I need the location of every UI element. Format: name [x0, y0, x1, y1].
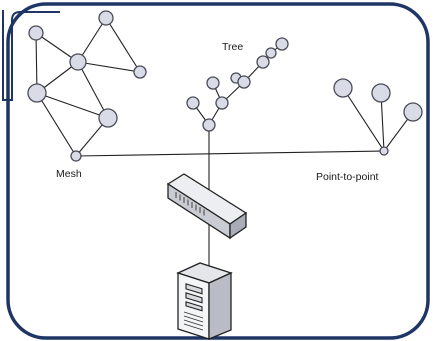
point-to-point-hub — [379, 146, 389, 156]
main-frame — [6, 2, 430, 340]
tree-node — [186, 96, 200, 110]
tree-node — [275, 37, 289, 51]
tree-node — [256, 55, 270, 69]
mesh-topology: Mesh — [27, 10, 147, 180]
mesh-node — [133, 65, 147, 79]
left-tab-frame — [2, 10, 60, 101]
point-to-point-topology: Point-to-point — [316, 78, 423, 183]
network-switch-icon — [166, 173, 248, 240]
mesh-node — [28, 25, 44, 41]
point-to-point-node — [403, 102, 423, 122]
server-tower-icon — [176, 262, 233, 340]
tree-node — [202, 118, 216, 132]
backbone-horizontal-line — [75, 150, 385, 157]
mesh-links — [35, 17, 141, 157]
diagram-frame — [2, 2, 430, 340]
tree-topology: Tree — [186, 37, 289, 132]
mesh-node — [27, 83, 47, 103]
mesh-label: Mesh — [56, 168, 82, 180]
tree-label: Tree — [222, 41, 243, 53]
point-to-point-label: Point-to-point — [316, 171, 379, 183]
tree-node — [215, 96, 229, 110]
mesh-node — [98, 108, 118, 128]
tree-node — [265, 47, 277, 59]
mesh-node — [70, 150, 82, 162]
tree-node — [206, 76, 220, 90]
mesh-node — [98, 10, 114, 26]
point-to-point-node — [371, 83, 391, 103]
point-to-point-node — [333, 78, 353, 98]
backbone-links — [75, 125, 385, 268]
tree-node — [237, 75, 251, 89]
mesh-node — [69, 53, 87, 71]
